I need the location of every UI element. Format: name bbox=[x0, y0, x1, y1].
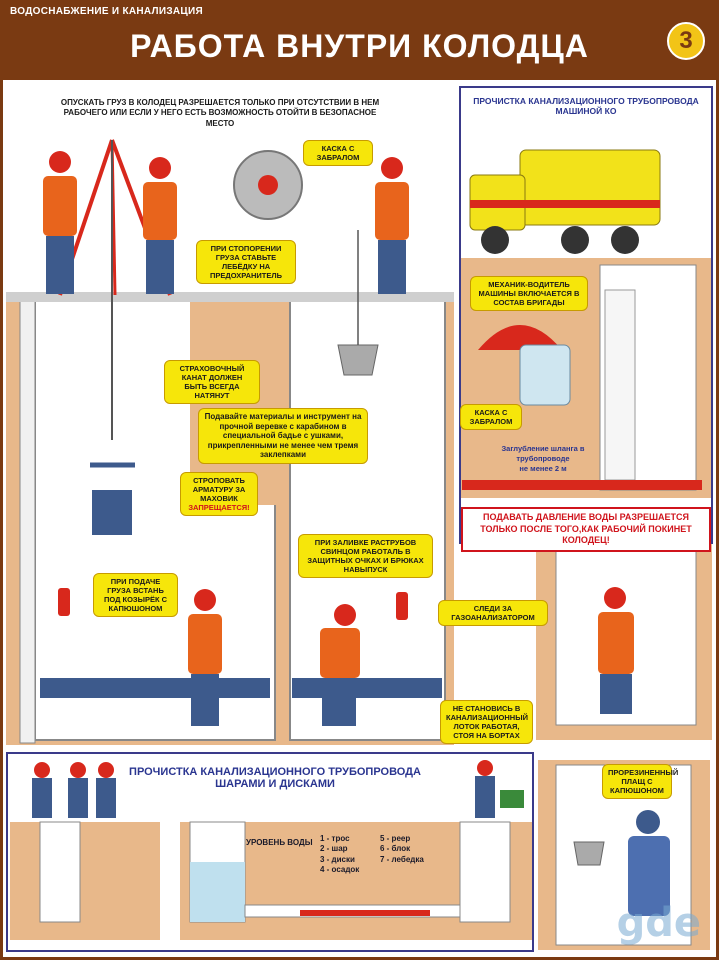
page-title: РАБОТА ВНУТРИ КОЛОДЦА bbox=[130, 28, 589, 64]
caption-valve: СТРОПОВАТЬ АРМАТУРУ ЗА МАХОВИК ЗАПРЕЩАЕТ… bbox=[180, 472, 258, 516]
worker-1 bbox=[43, 151, 77, 294]
legend-item: 2 - шар bbox=[320, 844, 348, 854]
gas-analyzer-icon bbox=[58, 588, 70, 616]
caption-driver: МЕХАНИК-ВОДИТЕЛЬ МАШИНЫ ВКЛЮЧАЕТСЯ В СОС… bbox=[470, 276, 588, 311]
visor-illustration bbox=[519, 344, 571, 406]
worker-raincoat bbox=[628, 810, 670, 916]
legend-item: 7 - лебедка bbox=[380, 854, 424, 864]
caption-helmet: КАСКА С ЗАБРАЛОМ bbox=[303, 140, 373, 166]
gas-analyzer-icon bbox=[396, 592, 408, 620]
worker-3 bbox=[375, 157, 409, 294]
sediment bbox=[300, 910, 430, 916]
bottom-title-a: ПРОЧИСТКА КАНАЛИЗАЦИОННОГО ТРУБОПРОВОДА bbox=[129, 766, 421, 778]
caption-winch: ПРИ СТОПОРЕНИИ ГРУЗА СТАВЬТЕ ЛЕБЁДКУ НА … bbox=[196, 240, 296, 284]
top-note: ОПУСКАТЬ ГРУЗ В КОЛОДЕЦ РАЗРЕШАЕТСЯ ТОЛЬ… bbox=[60, 98, 380, 128]
caption-valve-text: СТРОПОВАТЬ АРМАТУРУ ЗА МАХОВИК bbox=[192, 476, 246, 503]
bottom-shaft-left bbox=[39, 821, 81, 923]
section-label: ВОДОСНАБЖЕНИЕ И КАНАЛИЗАЦИЯ bbox=[10, 6, 204, 17]
winch-7 bbox=[500, 790, 524, 808]
truck-stripe bbox=[470, 200, 660, 208]
header-banner: ВОДОСНАБЖЕНИЕ И КАНАЛИЗАЦИЯ РАБОТА ВНУТР… bbox=[0, 0, 719, 80]
water bbox=[190, 862, 245, 922]
legend-right: 5 - реер 6 - блок 7 - лебедка bbox=[380, 834, 424, 865]
bottom-shaft-b bbox=[459, 821, 511, 923]
well-left-wall bbox=[19, 297, 36, 744]
winch-hub bbox=[258, 175, 278, 195]
bottom-panel bbox=[6, 752, 534, 952]
legend-item: 6 - блок bbox=[380, 844, 411, 854]
bucket-2 bbox=[573, 841, 605, 866]
legend-left: 1 - трос 2 - шар 3 - диски 4 - осадок bbox=[320, 834, 359, 876]
caption-materials: Подавайте материалы и инструмент на проч… bbox=[198, 408, 368, 464]
bottom-title-b: ШАРАМИ И ДИСКАМИ bbox=[215, 778, 335, 790]
hose bbox=[462, 480, 702, 490]
legend-item: 4 - осадок bbox=[320, 865, 360, 875]
caption-raincoat: ПРОРЕЗИНЕННЫЙ ПЛАЩ С КАПЮШОНОМ bbox=[602, 764, 678, 799]
bottom-workers bbox=[32, 760, 495, 818]
bottom-panel-title: ПРОЧИСТКА КАНАЛИЗАЦИОННОГО ТРУБОПРОВОДА … bbox=[120, 766, 430, 790]
depth-note-a: Заглубление шланга в трубопроводе bbox=[501, 444, 585, 463]
legend-item: 5 - реер bbox=[380, 834, 411, 843]
water-level-label: УРОВЕНЬ ВОДЫ bbox=[246, 838, 313, 847]
truck-wheel bbox=[611, 226, 639, 254]
poster-frame bbox=[0, 80, 719, 960]
machine-panel-title: ПРОЧИСТКА КАНАЛИЗАЦИОННОГО ТРУБОПРОВОДА … bbox=[473, 96, 699, 116]
legend-item: 3 - диски bbox=[320, 854, 355, 864]
bottom-ground-left bbox=[10, 822, 160, 940]
helmet-illustration bbox=[478, 325, 562, 350]
caption-valve-forbidden: ЗАПРЕЩАЕТСЯ! bbox=[188, 503, 250, 512]
ground-slab bbox=[6, 292, 454, 302]
water-pressure-warning: ПОДАВАТЬ ДАВЛЕНИЕ ВОДЫ РАЗРЕШАЕТСЯ ТОЛЬК… bbox=[461, 507, 711, 553]
worker-left-well bbox=[188, 589, 222, 726]
caption-lead: ПРИ ЗАЛИВКЕ РАСТРУБОВ СВИНЦОМ РАБОТАЛЬ В… bbox=[298, 534, 433, 578]
worker-middle-well bbox=[320, 604, 360, 726]
bucket bbox=[337, 344, 379, 376]
machine-shaft bbox=[604, 289, 636, 481]
caption-cargo: ПРИ ПОДАЧЕ ГРУЗА ВСТАНЬ ПОД КОЗЫРЁК С КА… bbox=[93, 573, 178, 617]
page-number-badge: 3 bbox=[667, 22, 705, 60]
depth-note-b: не менее 2 м bbox=[519, 463, 567, 473]
worker-tray bbox=[598, 587, 634, 714]
valve-body bbox=[92, 490, 132, 535]
watermark-logo: gde bbox=[616, 900, 701, 946]
caption-rope: СТРАХОВОЧНЫЙ КАНАТ ДОЛЖЕН БЫТЬ ВСЕГДА НА… bbox=[164, 360, 260, 404]
truck-wheel bbox=[561, 226, 589, 254]
depth-note: Заглубление шланга в трубопроводе не мен… bbox=[488, 444, 598, 473]
legend-item: 1 - трос bbox=[320, 834, 350, 843]
pipe-middle bbox=[292, 678, 442, 698]
machine-panel bbox=[459, 86, 713, 544]
truck-wheel bbox=[481, 226, 509, 254]
caption-helmet2: КАСКА С ЗАБРАЛОМ bbox=[460, 404, 522, 430]
caption-gas: СЛЕДИ ЗА ГАЗОАНАЛИЗАТОРОМ bbox=[438, 600, 548, 626]
caption-tray: НЕ СТАНОВИСЬ В КАНАЛИЗАЦИОННЫЙ ЛОТОК РАБ… bbox=[440, 700, 533, 744]
worker-2 bbox=[143, 157, 177, 294]
pipe-left bbox=[40, 678, 270, 698]
